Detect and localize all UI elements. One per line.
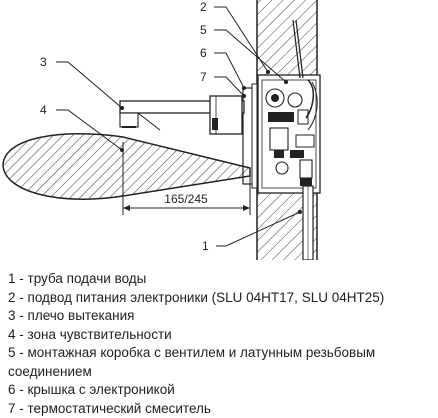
legend-number: 2 xyxy=(8,290,16,305)
legend-text: подвод питания электроники (SLU 04HT17, … xyxy=(28,290,385,305)
legend-text: термостатический смеситель xyxy=(28,401,211,416)
legend-item-5: 5 - монтажная коробка с вентилем и латун… xyxy=(8,344,433,381)
legend-item-1: 1 - труба подачи воды xyxy=(8,270,433,289)
legend-item-4: 4 - зона чувствительности xyxy=(8,326,433,345)
legend-number: 1 xyxy=(8,271,16,286)
legend-number: 5 xyxy=(8,345,16,360)
callout-7: 7 xyxy=(200,70,207,84)
legend-text: труба подачи воды xyxy=(28,271,147,286)
legend-number: 4 xyxy=(8,327,16,342)
callout-4: 4 xyxy=(40,103,47,117)
sensitivity-zone xyxy=(3,134,250,199)
installation-diagram: 165/245 2 5 6 7 3 4 1 xyxy=(0,0,438,260)
dimension-label: 165/245 xyxy=(164,192,208,206)
water-pipe xyxy=(303,186,313,260)
legend-number: 6 xyxy=(8,382,16,397)
legend-number: 7 xyxy=(8,401,16,416)
legend-item-6: 6 - крышка с электроникой xyxy=(8,381,433,400)
legend-item-2: 2 - подвод питания электроники (SLU 04HT… xyxy=(8,289,433,308)
legend-item-7: 7 - термостатический смеситель xyxy=(8,400,433,418)
callout-1: 1 xyxy=(202,239,209,253)
callout-5: 5 xyxy=(200,23,207,37)
callout-3: 3 xyxy=(40,55,47,69)
callout-6: 6 xyxy=(200,46,207,60)
legend-text: плечо вытекания xyxy=(28,308,135,323)
legend-text: зона чувствительности xyxy=(28,327,172,342)
callout-2: 2 xyxy=(200,0,207,14)
legend-number: 3 xyxy=(8,308,16,323)
legend-text: крышка с электроникой xyxy=(28,382,175,397)
legend-text: монтажная коробка с вентилем и латунным … xyxy=(8,345,375,379)
legend-item-3: 3 - плечо вытекания xyxy=(8,307,433,326)
legend-list: 1 - труба подачи воды 2 - подвод питания… xyxy=(8,270,433,418)
spout xyxy=(120,96,244,134)
